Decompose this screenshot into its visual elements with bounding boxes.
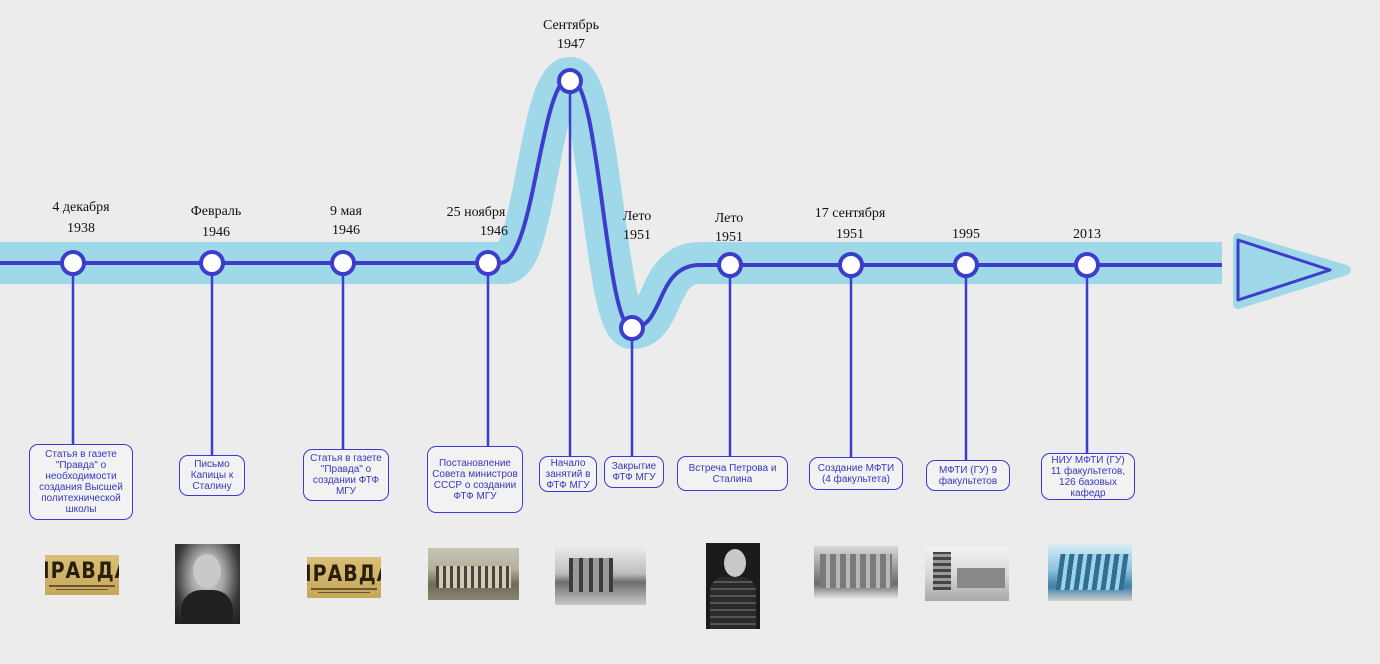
event-box[interactable]: Постановление Совета министров СССР о со… — [427, 446, 523, 513]
event-date-line1: Февраль — [190, 204, 242, 219]
event-caption: Письмо Капицы к Сталину — [190, 459, 234, 492]
event-date-line2: 1951 — [623, 228, 651, 243]
kapitsa-portrait-image — [175, 544, 240, 624]
event-date-line2: 1995 — [952, 227, 980, 242]
event-caption: НИУ МФТИ (ГУ) 11 факультетов, 126 базовы… — [1050, 454, 1126, 499]
event-date-line2: 2013 — [1073, 227, 1101, 242]
pravda-masthead: ПРАВДА — [45, 558, 119, 584]
event-caption: Начало занятий в ФТФ МГУ — [545, 457, 591, 491]
pravda-newspaper-image: ПРАВДА — [45, 555, 119, 595]
event-caption: Статья в газете "Правда" о необходимости… — [39, 449, 123, 515]
timeline-line — [0, 76, 1222, 330]
event-date: 1995 — [920, 225, 1012, 244]
portrait-coat — [710, 577, 756, 629]
newspaper-rule — [49, 585, 115, 587]
timeline-node[interactable] — [557, 68, 583, 94]
event-date-line2: 1951 — [836, 227, 864, 242]
event-box[interactable]: Начало занятий в ФТФ МГУ — [539, 456, 597, 492]
timeline-node[interactable] — [717, 252, 743, 278]
campus-building — [820, 554, 892, 588]
event-box[interactable]: Статья в газете "Правда" о необходимости… — [29, 444, 133, 520]
campus-low-building — [957, 568, 1005, 588]
pravda-masthead: ПРАВДА — [307, 560, 381, 587]
event-date-line1: Сентябрь — [542, 18, 600, 33]
portrait-head — [193, 554, 221, 588]
mipt-campus-winter-image — [814, 546, 898, 600]
event-caption: Создание МФТИ (4 факультета) — [817, 462, 895, 485]
timeline-node[interactable] — [838, 252, 864, 278]
event-box[interactable]: Статья в газете "Правда" о создании ФТФ … — [303, 449, 389, 501]
timeline-nodes — [60, 68, 1100, 341]
pravda-newspaper-image: ПРАВДА — [307, 557, 381, 598]
portrait-body — [181, 590, 233, 624]
timeline-node[interactable] — [475, 250, 501, 276]
portrait-head — [724, 549, 746, 577]
event-date-line1: Лето — [714, 211, 744, 226]
building-ruins-image — [555, 548, 646, 605]
newspaper-rule — [311, 587, 377, 590]
event-date-line1: 17 сентября — [814, 206, 886, 221]
event-date-line2: 1951 — [715, 230, 743, 245]
building-windows — [436, 566, 511, 588]
event-date-line2: 1947 — [557, 37, 585, 52]
event-box[interactable]: Встреча Петрова и Сталина — [677, 456, 788, 491]
glass-building — [1055, 554, 1129, 590]
event-box[interactable]: Письмо Капицы к Сталину — [179, 455, 245, 496]
event-date: 17 сентября 1951 — [800, 204, 900, 244]
event-date-line2: 1946 — [202, 225, 230, 240]
event-date: 4 декабря 1938 — [35, 198, 127, 238]
event-date: Сентябрь 1947 — [525, 16, 617, 54]
campus-tower — [933, 552, 951, 590]
event-date: Лето 1951 — [683, 209, 775, 247]
timeline-node[interactable] — [619, 315, 645, 341]
event-date: 2013 — [1041, 225, 1133, 244]
newspaper-rule — [318, 591, 370, 593]
connector-lines — [71, 80, 1089, 461]
timeline-node[interactable] — [199, 250, 225, 276]
petrov-portrait-image — [706, 543, 760, 629]
newspaper-rule — [56, 589, 108, 590]
arrowhead — [1236, 238, 1332, 302]
event-date-line1: 9 мая — [330, 204, 362, 219]
event-date: 9 мая 1946 — [300, 202, 392, 240]
timeline-node[interactable] — [60, 250, 86, 276]
event-date-line2: 1946 — [332, 223, 360, 238]
mipt-campus-1995-image — [925, 546, 1009, 601]
timeline-node[interactable] — [1074, 252, 1100, 278]
event-date-line1: 4 декабря — [52, 200, 110, 215]
event-caption: Встреча Петрова и Сталина — [688, 462, 777, 485]
mgu-building-image — [428, 548, 519, 600]
event-date-line2: 1946 — [480, 224, 508, 239]
timeline-node[interactable] — [953, 252, 979, 278]
event-date: Лето 1951 — [591, 207, 683, 245]
event-caption: Статья в газете "Правда" о создании ФТФ … — [310, 453, 382, 497]
event-box[interactable]: НИУ МФТИ (ГУ) 11 факультетов, 126 базовы… — [1041, 453, 1135, 500]
event-box[interactable]: Закрытие ФТФ МГУ — [604, 456, 664, 488]
event-caption: Постановление Совета министров СССР о со… — [432, 457, 518, 502]
event-caption: Закрытие ФТФ МГУ — [611, 461, 657, 483]
ruins-wall — [569, 558, 613, 592]
event-date-line1: 25 ноября — [446, 205, 506, 220]
event-date: 25 ноября 1946 — [430, 203, 522, 241]
event-box[interactable]: МФТИ (ГУ) 9 факультетов — [926, 460, 1010, 491]
event-date-line1: Лето — [622, 209, 652, 224]
timeline-node[interactable] — [330, 250, 356, 276]
event-date-line2: 1938 — [67, 221, 95, 236]
event-date: Февраль 1946 — [170, 202, 262, 242]
event-box[interactable]: Создание МФТИ (4 факультета) — [809, 457, 903, 490]
mipt-glass-building-image — [1048, 544, 1132, 601]
event-caption: МФТИ (ГУ) 9 факультетов — [938, 464, 998, 487]
